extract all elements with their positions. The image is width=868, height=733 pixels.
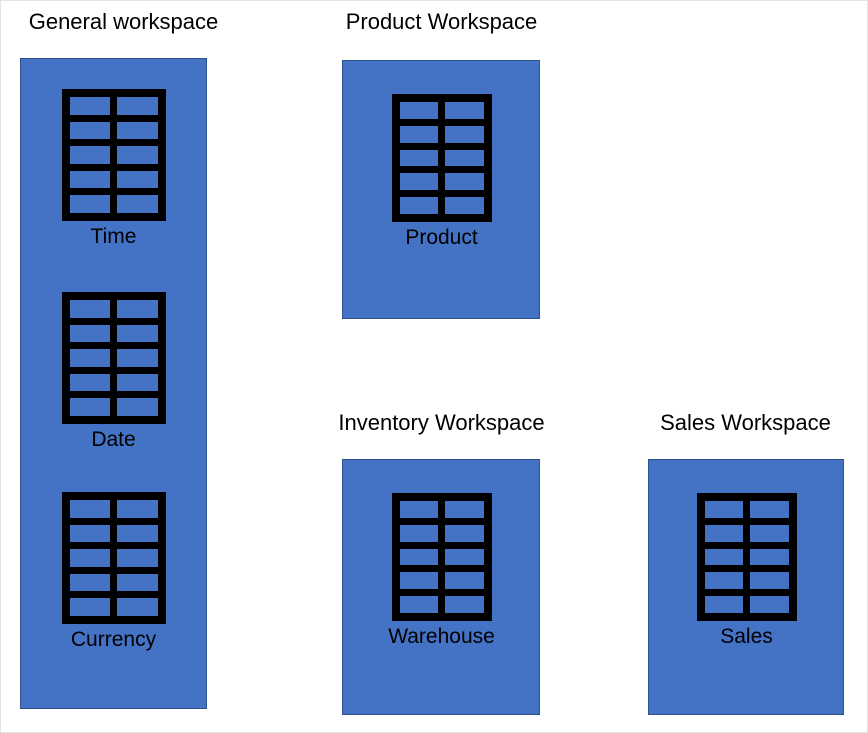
table-cell: [750, 524, 789, 542]
table-cell: [399, 102, 438, 119]
table-icon: [61, 89, 166, 221]
entity-label-time: Time: [90, 225, 137, 248]
table-cell: [117, 373, 158, 392]
table-cell: [117, 549, 158, 567]
table-cell: [69, 500, 110, 518]
table-cell: [704, 524, 743, 542]
table-cell: [704, 501, 743, 518]
table-cell: [399, 501, 438, 518]
table-cell: [117, 146, 158, 164]
table-cell: [445, 102, 484, 119]
table-cell: [399, 596, 438, 613]
entity-product[interactable]: Product: [379, 94, 504, 252]
table-cell: [704, 572, 743, 590]
entity-label-date: Date: [91, 428, 136, 451]
workspace-title-general: General workspace: [28, 9, 219, 34]
table-cell: [445, 524, 484, 542]
table-icon: [391, 94, 492, 222]
table-cell: [117, 324, 158, 343]
table-cell: [117, 524, 158, 543]
entity-label-sales: Sales: [720, 625, 773, 648]
workspace-title-sales: Sales Workspace: [660, 410, 831, 435]
table-cell: [445, 173, 484, 191]
table-cell: [69, 373, 110, 392]
table-cell: [117, 349, 158, 367]
table-cell: [117, 97, 158, 115]
table-cell: [750, 572, 789, 590]
table-icon: [391, 493, 492, 621]
table-cell: [117, 170, 158, 189]
table-cell: [704, 548, 743, 566]
table-cell: [69, 195, 110, 213]
entity-time[interactable]: Time: [51, 89, 176, 251]
table-cell: [445, 596, 484, 613]
table-cell: [399, 149, 438, 167]
table-cell: [750, 596, 789, 613]
table-cell: [117, 500, 158, 518]
entity-currency[interactable]: Currency: [51, 492, 176, 654]
entity-sales[interactable]: Sales: [684, 493, 809, 651]
table-cell: [69, 524, 110, 543]
table-cell: [69, 97, 110, 115]
table-cell: [117, 121, 158, 140]
table-cell: [117, 300, 158, 318]
entity-label-product: Product: [405, 226, 478, 249]
table-cell: [399, 572, 438, 590]
table-cell: [117, 598, 158, 616]
entity-date[interactable]: Date: [51, 292, 176, 454]
table-cell: [117, 195, 158, 213]
entity-label-warehouse: Warehouse: [388, 625, 495, 648]
table-cell: [445, 548, 484, 566]
table-icon: [61, 292, 166, 424]
table-cell: [399, 548, 438, 566]
table-cell: [445, 197, 484, 214]
table-cell: [399, 173, 438, 191]
table-cell: [69, 324, 110, 343]
table-cell: [69, 349, 110, 367]
table-cell: [69, 549, 110, 567]
table-cell: [445, 149, 484, 167]
table-cell: [445, 501, 484, 518]
workspace-title-inventory: Inventory Workspace: [338, 410, 545, 435]
table-cell: [69, 300, 110, 318]
table-cell: [750, 548, 789, 566]
table-cell: [117, 398, 158, 416]
table-cell: [399, 197, 438, 214]
table-cell: [117, 573, 158, 592]
table-cell: [445, 572, 484, 590]
table-cell: [69, 170, 110, 189]
table-cell: [69, 121, 110, 140]
entity-label-currency: Currency: [70, 628, 157, 651]
table-cell: [69, 398, 110, 416]
table-cell: [399, 125, 438, 143]
table-cell: [750, 501, 789, 518]
entity-warehouse[interactable]: Warehouse: [379, 493, 504, 651]
table-cell: [399, 524, 438, 542]
table-icon: [696, 493, 797, 621]
table-cell: [69, 573, 110, 592]
workspace-title-product: Product Workspace: [345, 9, 538, 34]
table-cell: [445, 125, 484, 143]
table-cell: [69, 146, 110, 164]
table-cell: [704, 596, 743, 613]
table-cell: [69, 598, 110, 616]
table-icon: [61, 492, 166, 624]
